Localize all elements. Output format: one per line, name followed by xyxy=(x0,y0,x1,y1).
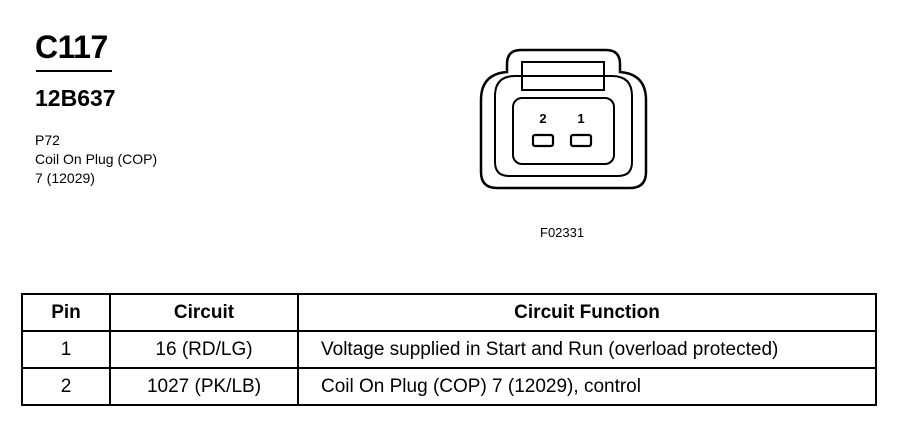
header-circuit-function: Circuit Function xyxy=(297,293,877,332)
circuit-cell: 16 (RD/LG) xyxy=(109,330,299,369)
circuit-function-cell: Coil On Plug (COP) 7 (12029), control xyxy=(297,367,877,406)
pin-cell: 2 xyxy=(21,367,111,406)
circuit-cell: 1027 (PK/LB) xyxy=(109,367,299,406)
circuit-function-cell: Voltage supplied in Start and Run (overl… xyxy=(297,330,877,369)
table-header-row: Pin Circuit Circuit Function xyxy=(21,293,877,332)
pinout-table: Pin Circuit Circuit Function 1 16 (RD/LG… xyxy=(21,293,877,406)
terminal-cavity xyxy=(512,97,615,165)
part-number: 12B637 xyxy=(35,85,116,111)
table-row: 1 16 (RD/LG) Voltage supplied in Start a… xyxy=(21,330,877,369)
pin-1-label: 1 xyxy=(577,111,584,126)
connector-info: P72 Coil On Plug (COP) 7 (12029) xyxy=(35,131,157,188)
pin-2-label: 2 xyxy=(539,111,546,126)
component-number: 7 (12029) xyxy=(35,170,95,186)
table-row: 2 1027 (PK/LB) Coil On Plug (COP) 7 (120… xyxy=(21,367,877,406)
header-pin: Pin xyxy=(21,293,111,332)
header-circuit: Circuit xyxy=(109,293,299,332)
pin-1-slot xyxy=(569,133,593,148)
location-code: P72 xyxy=(35,132,60,148)
title-underline xyxy=(36,70,112,72)
component-description: Coil On Plug (COP) xyxy=(35,151,158,167)
pin-2-slot xyxy=(531,133,555,148)
connector-id: C117 xyxy=(35,29,108,65)
connector-outer-housing xyxy=(479,48,648,190)
connector-inner-shell xyxy=(494,75,633,177)
figure-code: F02331 xyxy=(540,225,585,240)
pin-cell: 1 xyxy=(21,330,111,369)
